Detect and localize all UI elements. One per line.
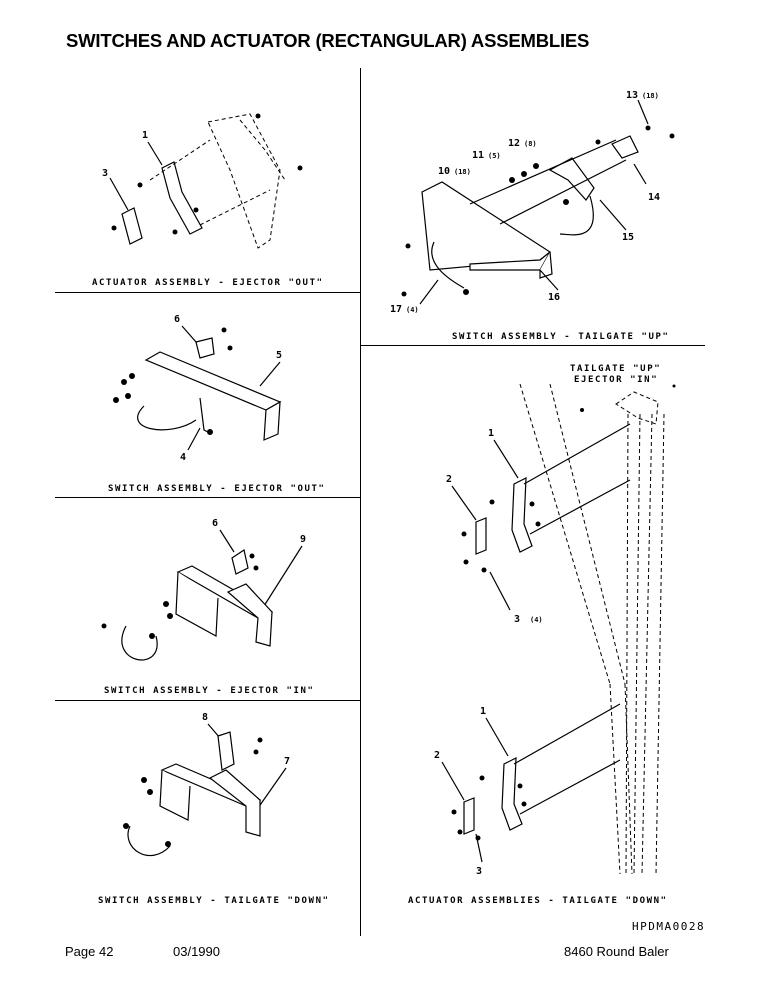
callout-13: 13	[626, 90, 638, 101]
caption-switch-ejector-out: SWITCH ASSEMBLY - EJECTOR "OUT"	[108, 484, 326, 494]
callout-12-qty: (8)	[524, 140, 537, 148]
caption-switch-tailgate-up: SWITCH ASSEMBLY - TAILGATE "UP"	[452, 332, 670, 342]
divider-left-1	[55, 292, 360, 293]
switch-ejector-in-drawing: 6 9	[101, 518, 306, 661]
callout-13-qty: (18)	[642, 92, 659, 100]
note-ejector-in: EJECTOR "IN"	[574, 375, 659, 385]
callout-14: 14	[648, 192, 660, 203]
callout-11-qty: (5)	[488, 152, 501, 160]
callout-7: 7	[284, 756, 290, 767]
footer-page: Page 42	[65, 944, 114, 959]
callout-5: 5	[276, 350, 282, 361]
callout-11: 11	[472, 150, 484, 161]
caption-actuators-tailgate-down: ACTUATOR ASSEMBLIES - TAILGATE "DOWN"	[408, 896, 668, 906]
callout-9: 9	[300, 534, 306, 545]
callout-10: 10	[438, 166, 450, 177]
callout-6: 6	[174, 314, 180, 325]
callout-2-lower: 2	[434, 750, 440, 761]
document-code: HPDMA0028	[632, 920, 706, 933]
callout-10-qty: (18)	[454, 168, 471, 176]
callout-1: 1	[142, 130, 148, 141]
actuator-ejector-out-drawing: 1 3	[102, 113, 303, 249]
note-tailgate-up: TAILGATE "UP"	[570, 364, 662, 374]
callout-4: 4	[180, 452, 186, 463]
divider-right-1	[360, 345, 705, 346]
callout-1-lower: 1	[480, 706, 486, 717]
callout-3-upper: 3	[514, 614, 520, 625]
footer-product: 8460 Round Baler	[564, 944, 669, 959]
callout-2-upper: 2	[446, 474, 452, 485]
callout-1-upper: 1	[488, 428, 494, 439]
page-title: SWITCHES AND ACTUATOR (RECTANGULAR) ASSE…	[66, 30, 590, 51]
callout-15: 15	[622, 232, 634, 243]
vertical-divider	[360, 68, 361, 936]
callout-3-lower: 3	[476, 866, 482, 877]
callout-17-qty: (4)	[406, 306, 419, 314]
callout-17: 17	[390, 304, 402, 315]
callout-3: 3	[102, 168, 108, 179]
switch-tailgate-down-drawing: 8 7	[123, 712, 290, 857]
caption-switch-tailgate-down: SWITCH ASSEMBLY - TAILGATE "DOWN"	[98, 896, 330, 906]
callout-3-upper-qty: (4)	[530, 616, 543, 624]
caption-actuator-ejector-out: ACTUATOR ASSEMBLY - EJECTOR "OUT"	[92, 278, 324, 288]
callout-16: 16	[548, 292, 560, 303]
callout-6: 6	[212, 518, 218, 529]
actuators-tailgate-down-drawing: 1 2 3 (4) 1 2 3	[434, 384, 676, 877]
callout-8: 8	[202, 712, 208, 723]
footer-date: 03/1990	[173, 944, 220, 959]
divider-left-2	[55, 497, 360, 498]
caption-switch-ejector-in: SWITCH ASSEMBLY - EJECTOR "IN"	[104, 686, 315, 696]
callout-12: 12	[508, 138, 520, 149]
divider-left-3	[55, 700, 360, 701]
switch-ejector-out-drawing: 6 5 4	[113, 314, 282, 463]
switch-tailgate-up-drawing: 13 (18) 12 (8) 11 (5) 10 (18) 14 15 16 1…	[390, 90, 675, 315]
